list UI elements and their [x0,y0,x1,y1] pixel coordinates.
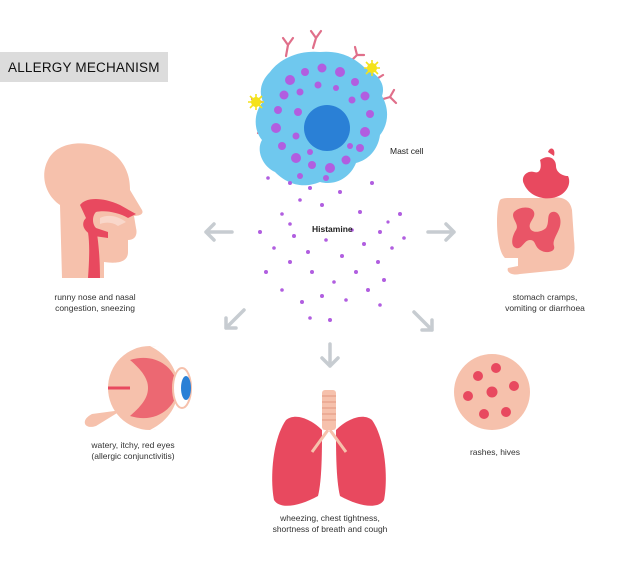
arrow-down-right [412,310,434,332]
title-banner: ALLERGY MECHANISM [0,52,168,82]
stomach-caption: stomach cramps, vomiting or diarrhoea [505,292,585,313]
head-nose-icon [44,143,143,278]
lungs-caption: wheezing, chest tightness, shortness of … [272,513,388,534]
skin-rash-icon [454,354,530,430]
arrow-down [320,342,340,368]
eye-icon [84,346,196,430]
histamine-label: Histamine [312,224,353,234]
eye-caption: watery, itchy, red eyes (allergic conjun… [91,440,175,461]
lungs-icon [272,390,386,506]
nose-caption: runny nose and nasal congestion, sneezin… [54,292,136,313]
skin-caption: rashes, hives [469,447,521,457]
arrow-left [204,222,234,242]
page-title: ALLERGY MECHANISM [8,59,160,75]
arrow-down-left [224,308,246,330]
stomach-intestine-icon [497,148,575,275]
arrows [204,222,456,368]
histamine-particles [258,176,406,322]
mast-cell-label: Mast cell [390,146,424,156]
mast-cell-icon [248,29,398,186]
arrow-right [426,222,456,242]
